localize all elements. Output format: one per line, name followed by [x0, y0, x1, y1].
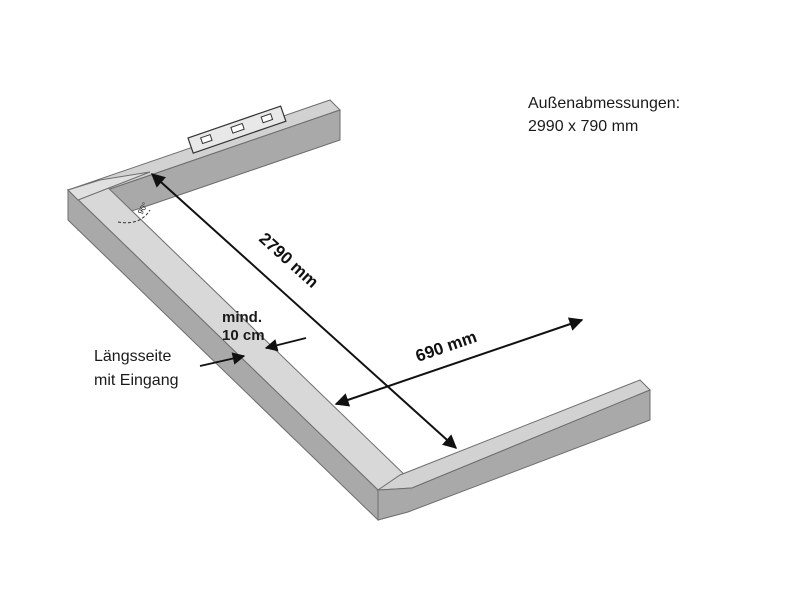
long-dimension-label: 2790 mm: [255, 229, 322, 292]
short-dimension-label: 690 mm: [413, 327, 479, 366]
min-distance-arrow-right: [264, 337, 307, 352]
long-side-label-1: Längsseite: [94, 348, 172, 365]
min-distance-label-2: 10 cm: [222, 327, 265, 344]
outer-dimensions-value: 2990 x 790 mm: [528, 118, 639, 135]
min-distance-arrow-left: [199, 352, 246, 367]
corner-top: [67, 171, 151, 201]
frame-front-beam: [376, 379, 651, 521]
spirit-level-icon: [187, 105, 287, 154]
outer-dimensions-title: Außenabmessungen:: [528, 95, 681, 112]
short-dimension-arrow: [334, 317, 584, 407]
long-side-label-2: mit Eingang: [94, 372, 179, 389]
front-beam-side: [377, 389, 651, 521]
min-distance-label-1: mind.: [222, 309, 262, 326]
